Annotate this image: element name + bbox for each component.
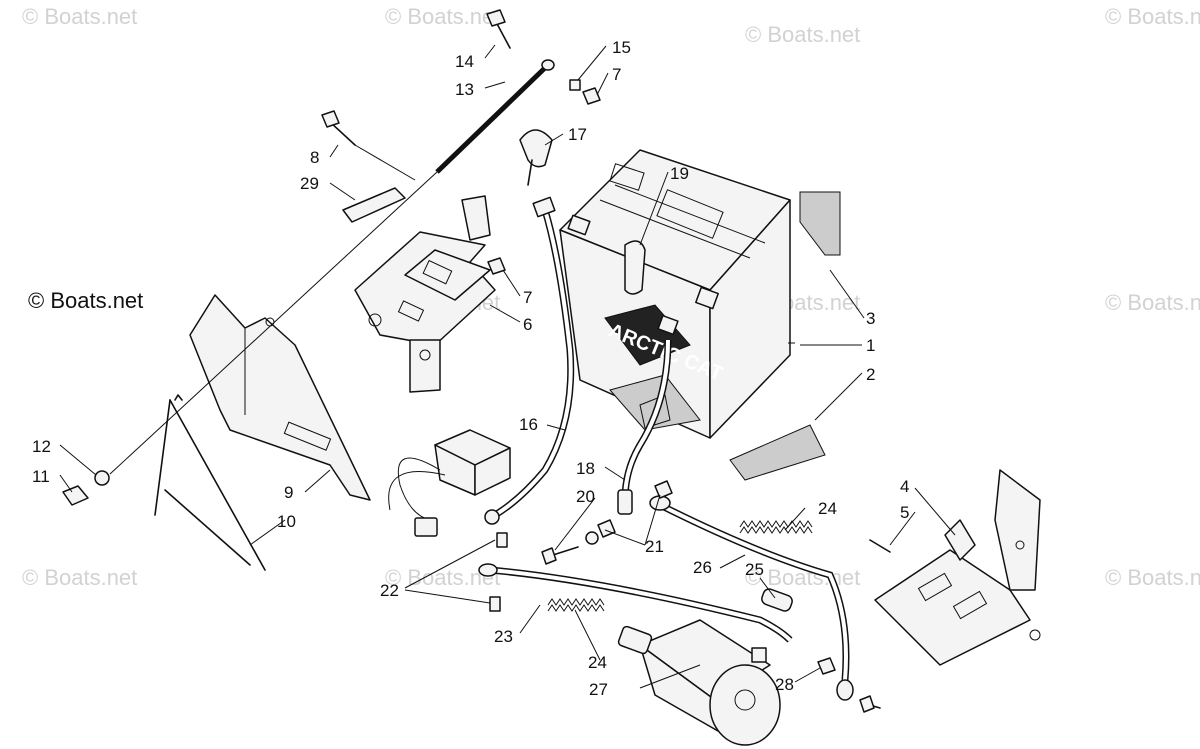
bolt [321,110,356,146]
callout-1: 1 [866,336,875,355]
terminal-boot [519,129,553,186]
watermark: © Boats.net [745,22,861,47]
callout-25: 25 [745,560,764,579]
leader-lines [59,44,956,689]
terminal-cap [761,588,793,612]
battery-pad [609,374,826,481]
callout-9: 9 [284,483,293,502]
relay-bracket [874,469,1041,666]
callout-29: 29 [300,174,319,193]
callout-4: 4 [900,477,909,496]
support-bracket [154,394,266,571]
callout-27: 27 [589,680,608,699]
callout-14: 14 [455,52,474,71]
callout-22: 22 [380,581,399,600]
washer [94,470,110,486]
callout-20: 20 [576,487,595,506]
callout-7: 7 [523,288,532,307]
assembly-line [354,144,416,181]
callout-8: 8 [310,148,319,167]
nut [585,480,673,545]
callout-5: 5 [900,503,909,522]
negative-cable [484,196,575,525]
callout-2: 2 [866,365,875,384]
callout-17: 17 [568,125,587,144]
callout-12: 12 [32,437,51,456]
callout-21: 21 [645,537,664,556]
watermark: © Boats.net [1105,290,1200,315]
rod [435,59,555,174]
watermark: © Boats.net [22,4,138,29]
bolt [486,9,511,49]
foam-pad [799,191,841,256]
ground-cable [478,563,793,643]
callout-15: 15 [612,38,631,57]
terminal-boot [624,240,646,295]
spiral-wrap [547,520,813,612]
callout-24: 24 [818,499,837,518]
bolt [489,532,508,612]
starter-cable [649,495,854,701]
assembly-line [109,171,438,475]
callout-26: 26 [693,558,712,577]
starter-motor [617,619,781,746]
callout-13: 13 [455,80,474,99]
wing-nut [62,485,89,506]
callout-24b: 24 [588,653,607,672]
callout-28: 28 [775,675,794,694]
callout-10: 10 [277,512,296,531]
bolt [817,657,881,713]
callout-19: 19 [670,164,689,183]
callout-7b: 7 [612,65,621,84]
callout-16: 16 [519,415,538,434]
nut [487,87,601,275]
callout-labels: 1 2 3 4 5 6 7 7 8 9 10 11 12 13 14 15 16… [32,38,909,699]
callout-6: 6 [523,315,532,334]
callout-3: 3 [866,309,875,328]
callout-23: 23 [494,627,513,646]
positive-cable [617,314,679,515]
watermark: © Boats.net [22,565,138,590]
watermark: © Boats.net [1105,565,1200,590]
watermark: © Boats.net [385,4,501,29]
callout-11: 11 [32,467,50,486]
watermark-main: © Boats.net [28,288,144,313]
bolt [541,546,579,565]
callout-18: 18 [576,459,595,478]
watermark: © Boats.net [1105,4,1200,29]
battery: ARCTIC CAT [559,149,791,439]
battery-bracket [354,195,496,393]
battery-shield [189,294,371,501]
relay [388,429,511,537]
spacer [569,79,581,91]
screw [869,539,891,553]
strap-plate [342,187,406,223]
